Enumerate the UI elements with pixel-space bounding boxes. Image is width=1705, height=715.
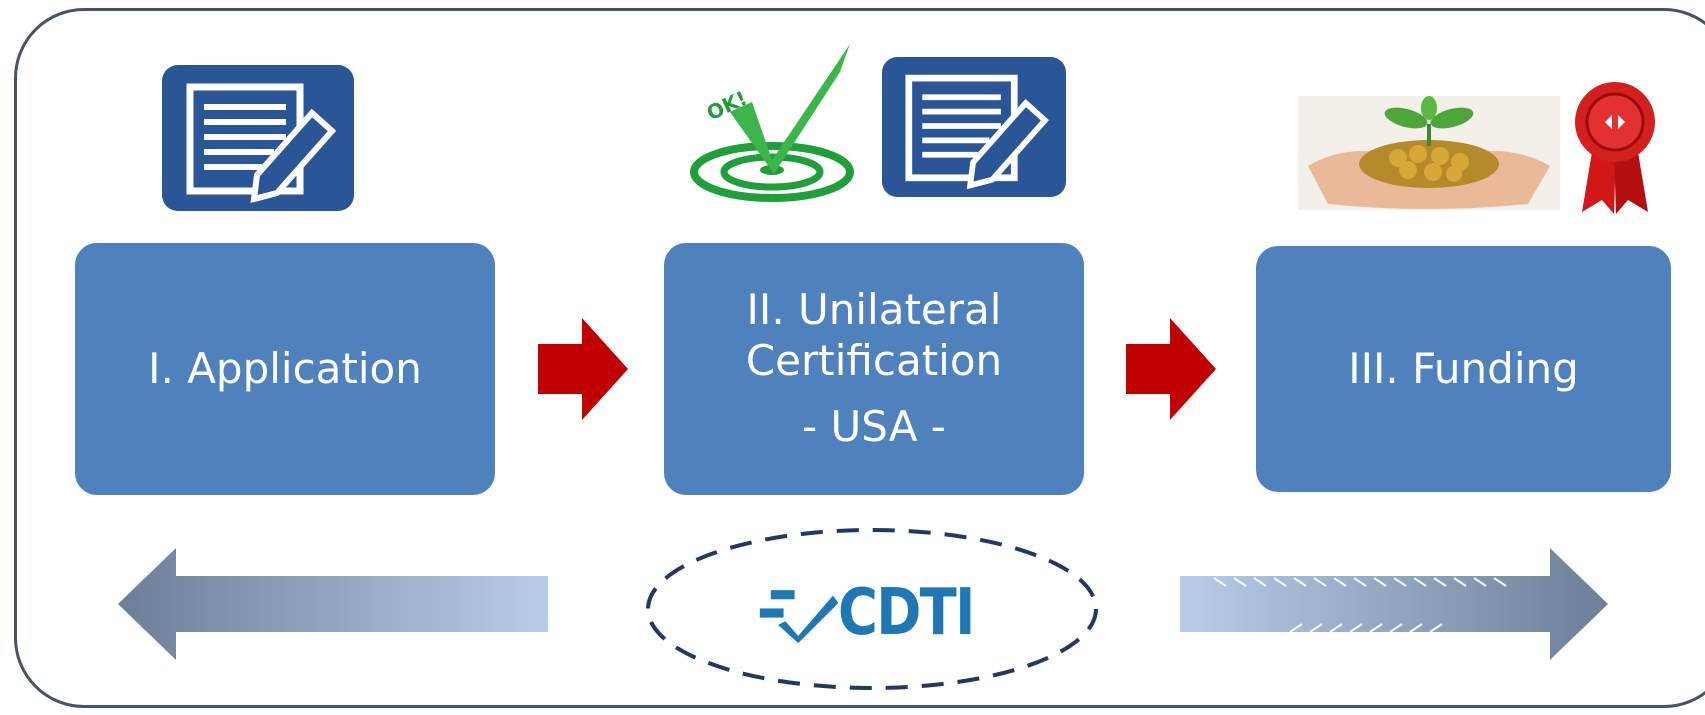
cdti-logo-mark-icon — [759, 590, 839, 644]
stage-unilateral-certification: II. Unilateral Certification - USA - — [664, 243, 1084, 495]
cdti-dashed-ellipse — [646, 528, 1098, 690]
right-gradient-arrow — [1180, 548, 1608, 660]
stage-label-line1: II. Unilateral — [746, 285, 1002, 335]
flow-arrow-2 — [1126, 318, 1216, 420]
stage-funding: III. Funding — [1256, 246, 1671, 492]
left-gradient-arrow — [118, 548, 548, 660]
cdti-logo: CDTI — [758, 578, 998, 648]
ok-checkmark-target-icon: OK! — [690, 44, 854, 202]
cdti-logo-text: CDTI — [838, 576, 975, 650]
stage-label: III. Funding — [1348, 343, 1579, 393]
award-ribbon-icon — [1575, 82, 1655, 214]
flow-arrow-1 — [538, 318, 628, 420]
stage-application: I. Application — [75, 243, 495, 495]
coins-plant-in-hands-image — [1298, 96, 1560, 210]
document-edit-icon — [882, 57, 1066, 197]
stage-sublabel: - USA - — [802, 402, 946, 452]
outer-frame — [14, 8, 1705, 708]
stage-label-line2: Certification — [745, 335, 1003, 385]
document-edit-icon — [162, 65, 354, 211]
stage-label: I. Application — [148, 343, 422, 393]
